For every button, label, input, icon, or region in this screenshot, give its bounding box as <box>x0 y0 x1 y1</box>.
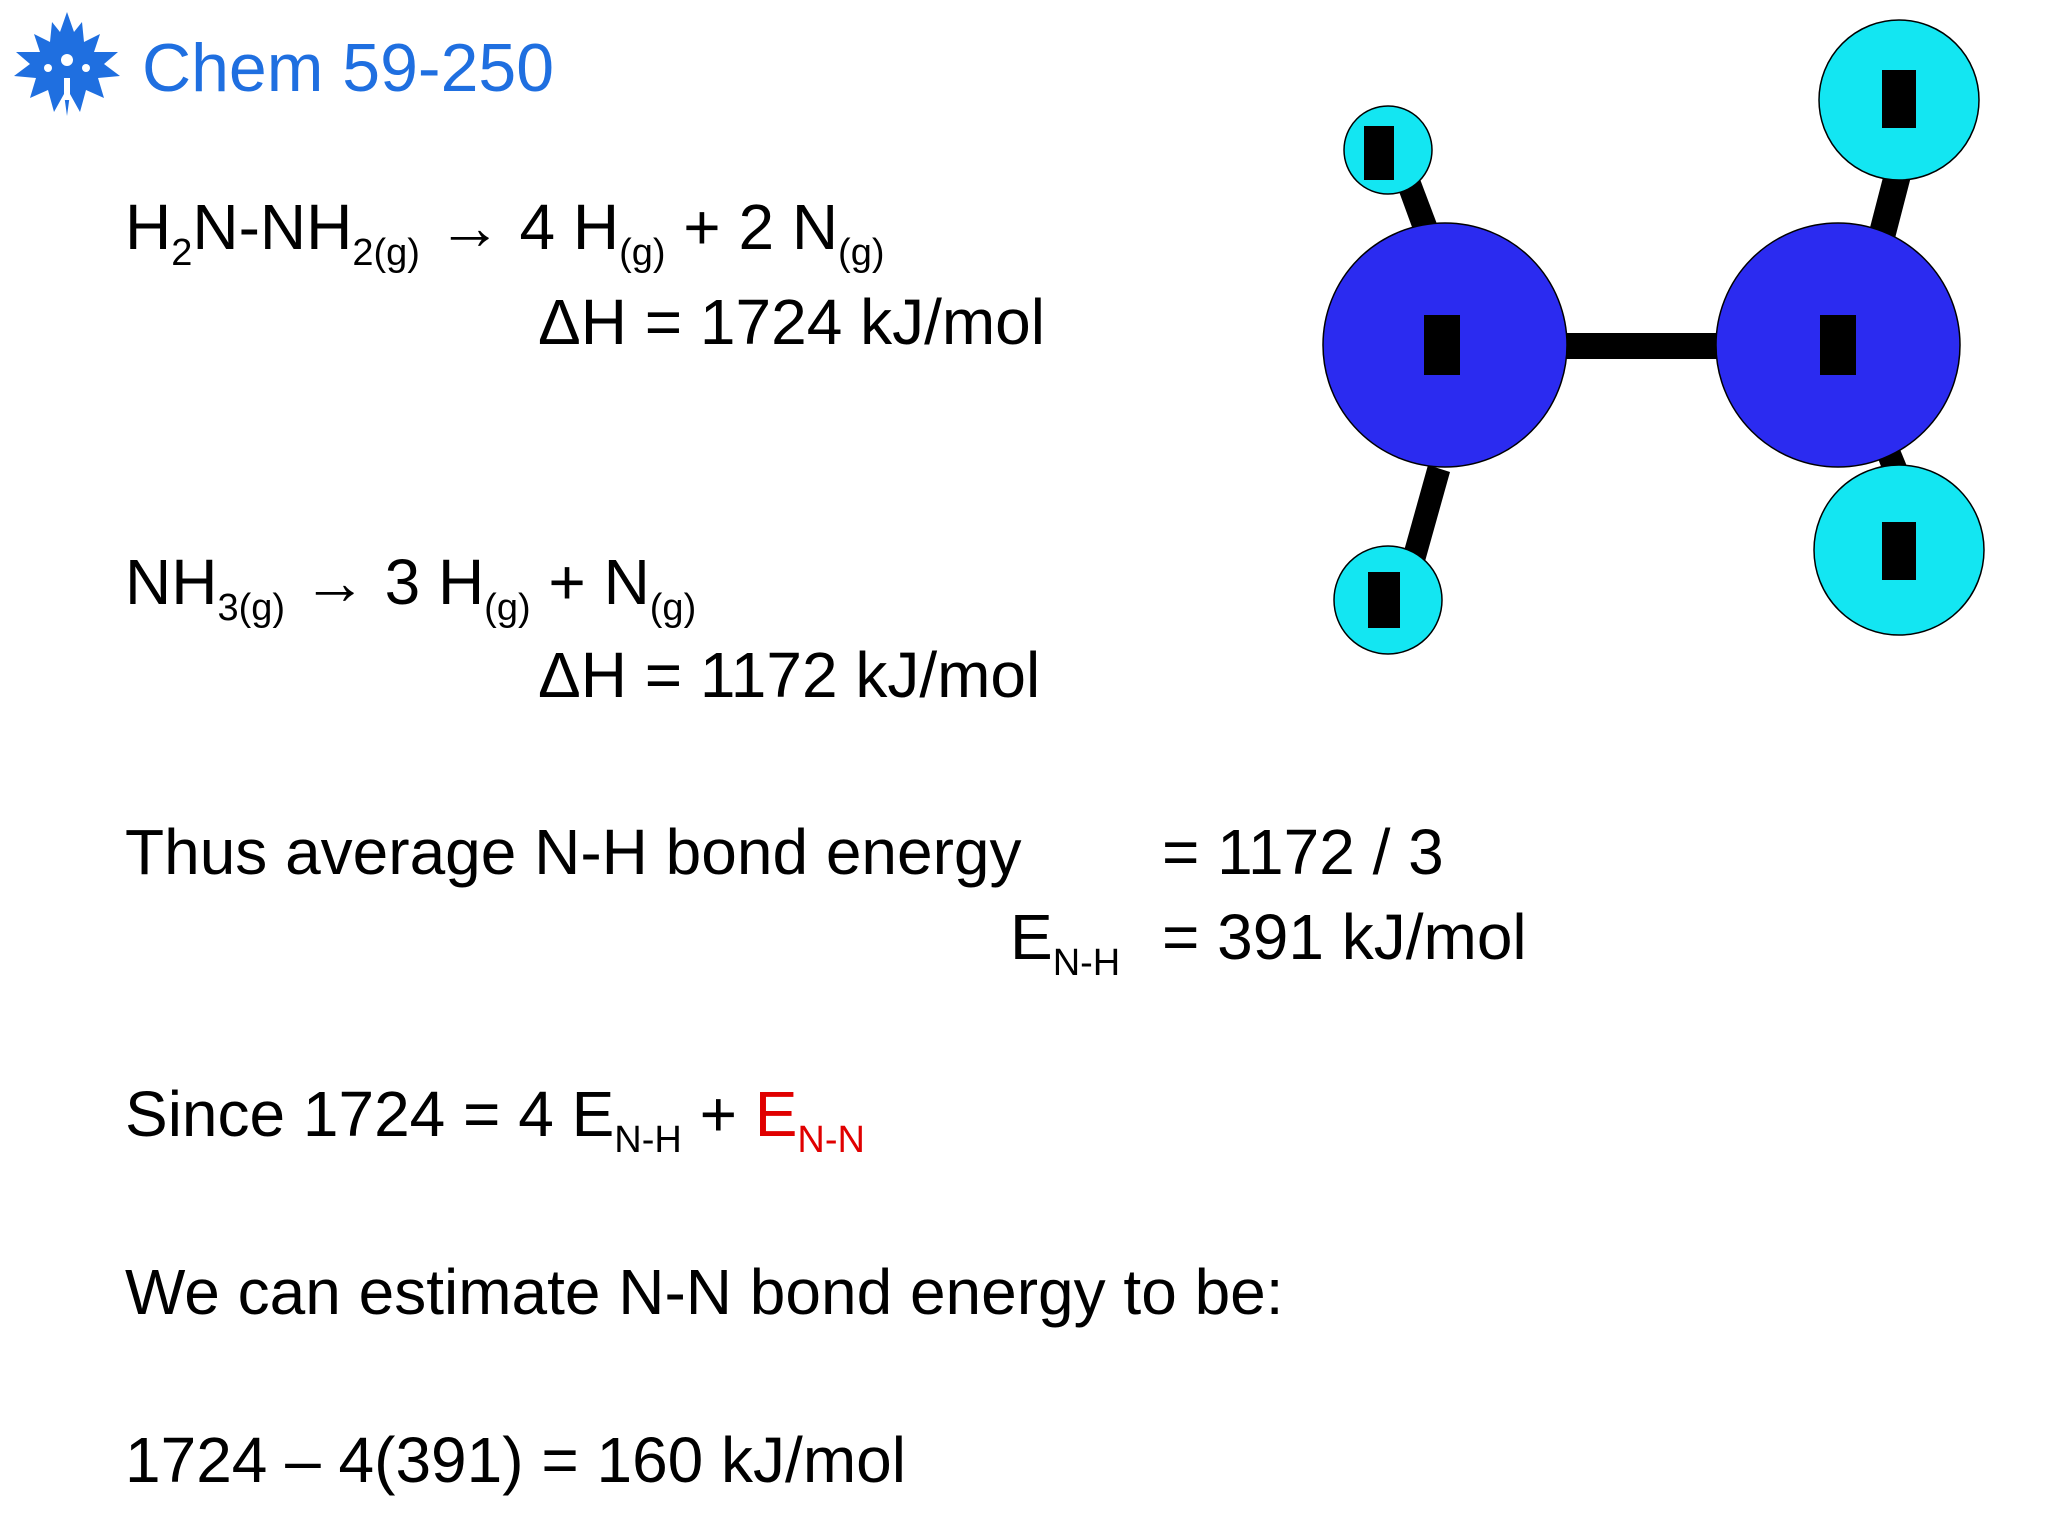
hydrazine-enthalpy: ΔH = 1724 kJ/mol <box>538 290 1045 354</box>
product-hydrogen-state: (g) <box>619 232 666 274</box>
ammonia-enthalpy: ΔH = 1172 kJ/mol <box>538 643 1040 707</box>
since-text: Since 1724 = 4 E <box>125 1078 615 1150</box>
plus-sign: + <box>548 546 586 618</box>
reactant-state: 2(g) <box>352 232 420 274</box>
reactant-mid: N-NH <box>192 191 353 263</box>
e-nh-subscript: N-H <box>614 1119 682 1161</box>
e-nn-subscript: N-N <box>797 1119 865 1161</box>
bond-n-n <box>1560 333 1730 359</box>
maple-leaf-logo-icon <box>14 12 120 116</box>
delta-h-label: ΔH <box>538 286 627 358</box>
reactant-nh: NH <box>125 546 218 618</box>
reaction-arrow: → <box>437 191 502 263</box>
reaction-arrow: → <box>302 546 367 618</box>
product-hydrogen: 3 H <box>384 546 485 618</box>
e-nh-result: = 391 kJ/mol <box>1162 901 1527 973</box>
product-hydrogen: 4 H <box>519 191 620 263</box>
product-nitrogen-state: (g) <box>838 232 885 274</box>
since-equation: Since 1724 = 4 EN-H + EN-N <box>125 1082 865 1159</box>
delta-h-value: = 1724 kJ/mol <box>644 286 1045 358</box>
reactant-h: H <box>125 191 172 263</box>
ammonia-equation: NH3(g) → 3 H(g) + N(g) <box>125 550 696 627</box>
e-nh-symbol: EN-H <box>1010 905 1120 982</box>
average-bond-energy-expression: = 1172 / 3 <box>1162 816 1444 888</box>
plus-sign: + <box>699 1078 737 1150</box>
delta-h-value: = 1172 kJ/mol <box>644 639 1041 711</box>
plus-sign: + <box>683 191 721 263</box>
delta-h-label: ΔH <box>538 639 627 711</box>
product-nitrogen: N <box>603 546 650 618</box>
reactant-state: 3(g) <box>217 587 286 629</box>
e-subscript: N-H <box>1052 942 1121 984</box>
bond-n1-h-bottom <box>1402 465 1450 565</box>
product-nitrogen-state: (g) <box>649 587 697 629</box>
estimate-text: We can estimate N-N bond energy to be: <box>125 1256 1284 1328</box>
e-symbol: E <box>1010 901 1053 973</box>
average-bond-energy-text: Thus average N-H bond energy <box>125 816 1022 888</box>
hydrazine-equation: H2N-NH2(g) → 4 H(g) + 2 N(g) <box>125 195 885 272</box>
product-hydrogen-state: (g) <box>484 587 531 629</box>
product-nitrogen: 2 N <box>738 191 839 263</box>
hydrazine-molecule-icon <box>1322 19 1985 655</box>
course-title: Chem 59-250 <box>142 30 555 106</box>
bond-n2-h-top <box>1866 158 1914 250</box>
e-symbol: E <box>754 1078 798 1150</box>
result-equation: 1724 – 4(391) = 160 kJ/mol <box>125 1424 906 1496</box>
reactant-sub: 2 <box>171 232 193 274</box>
e-nn-symbol: EN-N <box>754 1078 865 1159</box>
